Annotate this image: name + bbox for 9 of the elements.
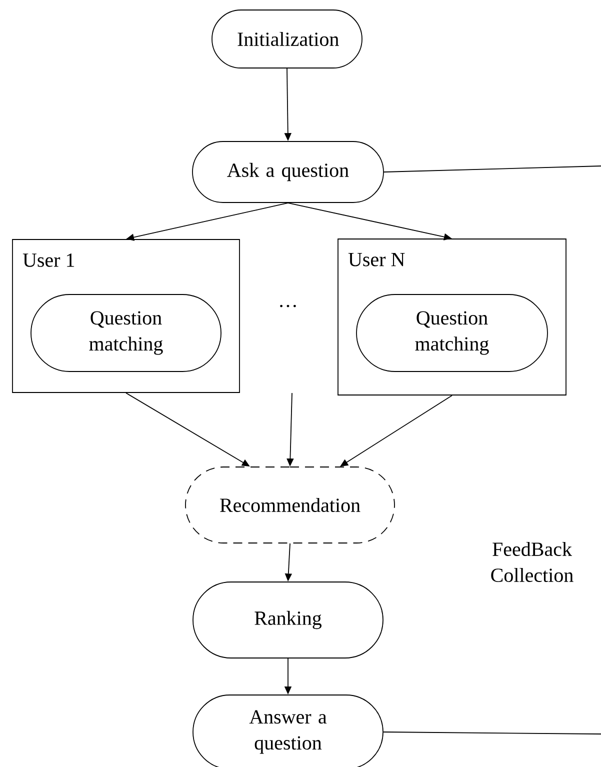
process-pill: Answer a question (192, 694, 384, 767)
process-pill: Ranking (192, 582, 384, 658)
side-label: FeedBack Collection (491, 542, 574, 582)
process-pill: Initialization (212, 10, 362, 68)
ellipsis: … (280, 304, 296, 308)
process-pill: Ask a question (192, 141, 384, 203)
dashed-process-pill: Recommendation (185, 466, 395, 544)
process-pill: Question matching (356, 294, 548, 372)
process-pill: Question matching (30, 294, 222, 372)
